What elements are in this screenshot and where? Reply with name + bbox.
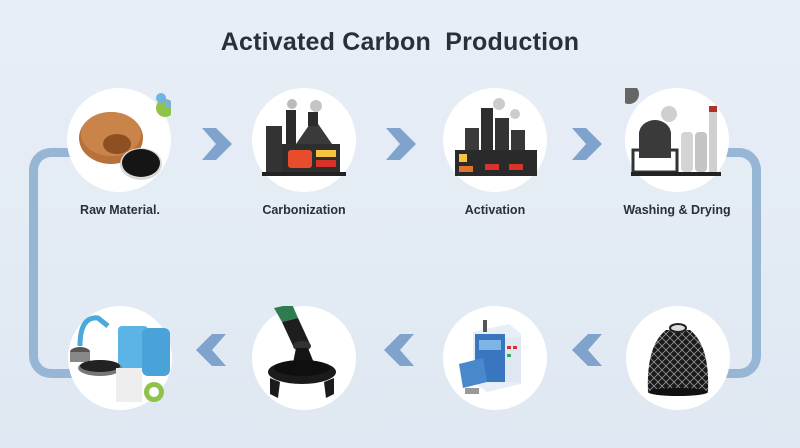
- chevron-right-icon: [386, 128, 416, 160]
- coconut-shell-icon: [79, 93, 171, 180]
- chevron-left-icon: [196, 334, 226, 366]
- activation-factory-icon: [455, 98, 537, 176]
- step-label-carbonization: Carbonization: [262, 203, 346, 217]
- chevron-left-icon: [572, 334, 602, 366]
- chevron-right-icon: [202, 128, 232, 160]
- step-granules: [252, 306, 356, 410]
- step-carbonization: [252, 88, 356, 192]
- water-treatment-plant-icon: [70, 315, 170, 402]
- step-label-activation: Activation: [464, 203, 526, 217]
- chevron-right-icon: [572, 128, 602, 160]
- washing-drying-plant-icon: [625, 88, 721, 176]
- loop-connector-left: [29, 148, 98, 378]
- loop-connector-right: [714, 148, 761, 378]
- activated-carbon-dome-icon: [647, 323, 709, 396]
- granules-pouring-icon: [268, 306, 336, 398]
- chevron-left-icon: [384, 334, 414, 366]
- step-activated-carbon: [626, 306, 730, 410]
- step-crushing-machine: [443, 306, 547, 410]
- crushing-machine-icon: [459, 320, 521, 394]
- step-label-raw-material: Raw Material.: [80, 203, 160, 217]
- step-raw-material: [67, 88, 171, 192]
- page-title: Activated Carbon Production: [220, 28, 580, 56]
- step-water-treatment: [68, 306, 172, 410]
- carbonization-furnace-icon: [262, 99, 346, 176]
- step-washing-drying: [625, 88, 729, 192]
- step-activation: [443, 88, 547, 192]
- step-label-washing-drying: Washing & Drying: [623, 203, 731, 217]
